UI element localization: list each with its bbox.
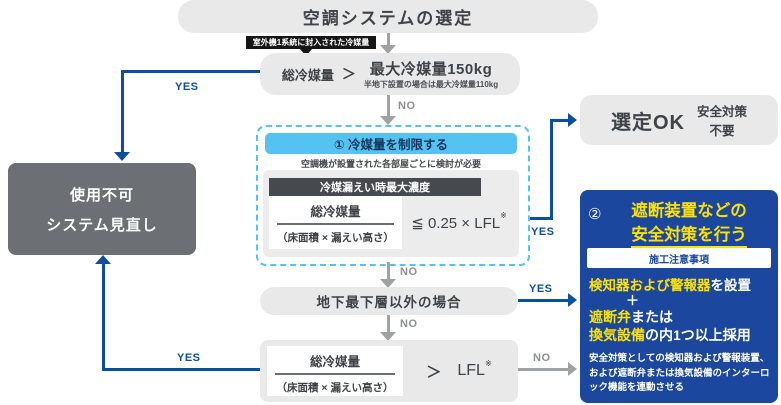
page-title: 空調システムの選定: [302, 9, 474, 28]
step2-note: 安全対策としての検知器および警報装置、および遮断弁または換気設備のインターロック…: [589, 353, 770, 394]
decision3-operator: ＞: [426, 363, 442, 381]
unusable-line1: 使用不可: [69, 186, 134, 204]
arrow-no1-vertical: [387, 95, 390, 118]
step1-ref-mark: ※: [500, 210, 507, 220]
decision3-value: LFL: [457, 362, 485, 379]
no-label-4: NO: [533, 352, 551, 364]
step2-item3: 換気設備の内1つ以上採用: [589, 325, 751, 345]
arrowhead-yes1: [114, 152, 130, 161]
step1-header: ① 冷媒量を制限する: [265, 133, 517, 154]
step2-panel: ② 遮断装置などの 安全対策を行う 施工注意事項 検知器および警報器を設置 ＋ …: [580, 190, 778, 403]
step1-table-header: 冷媒漏えい時最大濃度: [269, 178, 481, 196]
arrowhead-no3: [380, 332, 396, 341]
arrowhead-yes2: [568, 113, 577, 127]
step1-dashed-container: [256, 125, 530, 266]
decision3-numerator: 総冷媒量: [309, 355, 360, 369]
step1-condition: ≦ 0.25 × LFL※: [402, 196, 516, 249]
fraction-divider: [275, 373, 395, 375]
ok-title: 選定OK: [610, 111, 685, 134]
arrow-yes2-horizontal1: [530, 217, 553, 220]
arrow-no4-horizontal: [518, 368, 570, 371]
step2-item1: 検知器および警報器を設置: [589, 274, 751, 294]
arrow-yes3-horizontal: [518, 299, 570, 302]
step1-note: 空調機が設置された各部屋ごとに検討が必要: [300, 159, 481, 169]
unusable-node: 使用不可 システム見直し: [8, 163, 196, 255]
arrowhead-yes3: [568, 293, 577, 307]
decision1-note: 半地下設置の場合は最大冷媒量110kg: [363, 80, 499, 89]
step2-notice-label: 施工注意事項: [649, 254, 709, 266]
step2-title-line1: 遮断装置などの: [631, 202, 747, 220]
arrowhead-no4: [568, 362, 577, 376]
step1-header-label: ① 冷媒量を制限する: [333, 138, 449, 152]
refrigerant-tag-label: 室外機1系統に封入された冷媒量: [252, 38, 370, 47]
step2-title-line2: 安全対策を行う: [631, 221, 747, 248]
arrow-yes2-horizontal2: [550, 119, 570, 122]
no-label-2: NO: [400, 266, 418, 278]
step2-item1-rest: を設置: [710, 278, 752, 293]
arrowhead-no1: [380, 116, 396, 125]
start-node: 空調システムの選定: [178, 0, 598, 33]
ok-sub-line1: 安全対策: [696, 105, 747, 119]
step2-item3-highlight: 換気設備: [589, 327, 645, 343]
decision-above-basement: 地下最下層以外の場合: [260, 287, 518, 315]
ok-sub-line2: 不要: [709, 124, 735, 138]
decision2-label: 地下最下層以外の場合: [316, 295, 462, 310]
tag-pointer-triangle: [300, 49, 312, 56]
yes-label-4: YES: [177, 352, 201, 364]
step2-item2-highlight: 遮断弁: [589, 309, 631, 325]
no-label-3: NO: [400, 318, 418, 330]
no-label-1: NO: [398, 100, 416, 112]
step1-numerator: 総冷媒量: [310, 205, 361, 219]
step2-notice-bar: 施工注意事項: [587, 248, 771, 268]
arrowhead-start-to-decision1: [380, 45, 396, 54]
selection-ok-node: 選定OK 安全対策 不要: [580, 95, 778, 145]
yes-label-3: YES: [529, 283, 553, 295]
arrowhead-no2: [380, 279, 396, 288]
arrow-yes4-vertical: [102, 262, 105, 371]
step1-fraction-panel: 総冷媒量 （床面積 × 漏えい高さ）: [269, 196, 402, 249]
refrigerant-tag: 室外機1系統に封入された冷媒量: [246, 36, 376, 49]
decision3-condition: ＞ LFL※: [403, 346, 515, 396]
arrow-yes4-horizontal: [102, 368, 260, 371]
arrow-no2-vertical: [387, 262, 390, 281]
step2-item2-rest: または: [631, 309, 673, 325]
yes-label-1: YES: [175, 81, 199, 93]
decision1-right: 最大冷媒量150kg: [369, 61, 493, 78]
decision3-denominator: （床面積 × 漏えい高さ）: [276, 382, 394, 394]
fraction-divider: [277, 223, 394, 225]
step2-item1-highlight: 検知器および警報器: [589, 278, 711, 293]
arrow-start-to-decision1: [387, 33, 390, 46]
decision3-fraction-panel: 総冷媒量 （床面積 × 漏えい高さ）: [267, 346, 403, 396]
arrowhead-yes4: [95, 255, 111, 264]
decision1-operator: ＞: [341, 66, 356, 82]
arrow-yes1-horizontal: [121, 70, 260, 73]
decision3-ref-mark: ※: [484, 359, 492, 368]
step1-table-title: 冷媒漏えい時最大濃度: [320, 182, 430, 194]
yes-label-2: YES: [531, 226, 555, 238]
step1-condition-text: ≦ 0.25 × LFL: [411, 214, 501, 232]
decision-total-refrigerant: 総冷媒量 ＞ 最大冷媒量150kg 半地下設置の場合は最大冷媒量110kg: [260, 53, 520, 95]
step2-plus: ＋: [626, 293, 640, 308]
step2-item3-rest: の内1つ以上採用: [645, 327, 751, 343]
arrow-yes1-vertical: [121, 70, 124, 154]
decision1-left: 総冷媒量: [281, 67, 334, 83]
step2-title: 遮断装置などの 安全対策を行う: [604, 197, 774, 248]
arrow-no3-vertical: [387, 315, 390, 334]
step2-number: ②: [588, 206, 602, 223]
unusable-line2: システム見直し: [46, 216, 158, 234]
step2-item2: 遮断弁または: [589, 307, 673, 327]
step1-denominator: （床面積 × 漏えい高さ）: [277, 232, 394, 244]
arrow-yes2-vertical: [550, 119, 553, 220]
